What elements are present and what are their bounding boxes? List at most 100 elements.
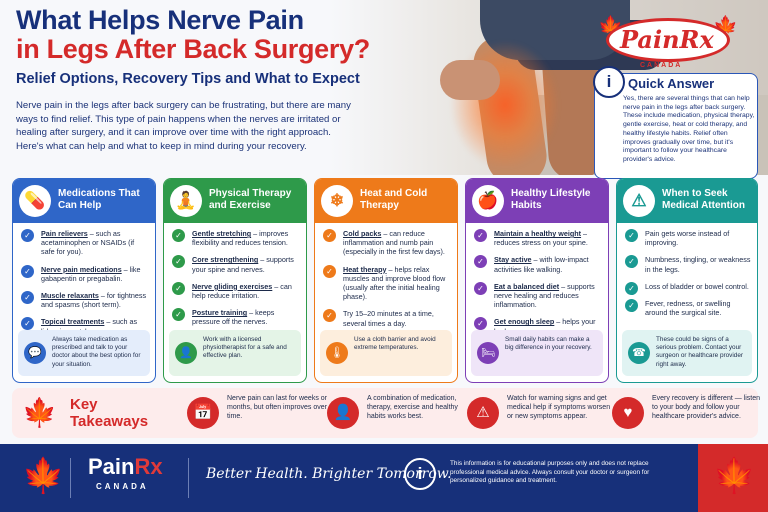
tip-text: Use a cloth barrier and avoid extreme te… xyxy=(354,336,436,352)
logo-country: CANADA xyxy=(640,62,683,69)
quick-answer-body: Yes, there are several things that can h… xyxy=(623,95,755,163)
tip-icon: 🌡 xyxy=(326,342,348,364)
person-icon: 👤 xyxy=(327,397,359,429)
list-item: ✓Cold packs – can reduce inflammation an… xyxy=(323,229,451,257)
check-icon: ✓ xyxy=(172,281,185,295)
item-text: – supports nerve healing and reduces inf… xyxy=(494,281,595,310)
tip-text: Work with a licensed physiotherapist for… xyxy=(203,336,287,360)
item-bold: Heat therapy xyxy=(343,264,387,274)
card-header: 💊 Medications That Can Help xyxy=(13,179,155,223)
maple-leaf-icon: 🍁 xyxy=(22,457,65,495)
warning-icon: ⚠ xyxy=(467,397,499,429)
check-icon: ✓ xyxy=(474,255,487,269)
card-header: ⚠When to Seek Medical Attention xyxy=(617,179,757,223)
card-title: Medications That Can Help xyxy=(58,188,140,211)
check-icon: ✓ xyxy=(172,229,185,242)
card-tip: 🌡 Use a cloth barrier and avoid extreme t… xyxy=(320,330,452,376)
tip-text: These could be signs of a serious proble… xyxy=(656,336,744,368)
check-icon: ✓ xyxy=(474,317,487,331)
list-item: ✓Eat a balanced diet – supports nerve he… xyxy=(474,281,602,310)
check-icon: ✓ xyxy=(21,291,34,305)
card-title: When to Seek Medical Attention xyxy=(662,188,745,211)
card-list: ✓Gentle stretching – improves flexibilit… xyxy=(164,223,306,327)
card-header: 🍎Healthy Lifestyle Habits xyxy=(466,179,608,223)
list-item: ✓Gentle stretching – improves flexibilit… xyxy=(172,229,300,247)
item-bold: Cold packs xyxy=(343,229,382,238)
list-item: ✓Nerve pain medications – like gabapenti… xyxy=(21,264,149,283)
info-icon: i xyxy=(404,458,436,490)
card-tip: 💬 Always take medication as prescribed an… xyxy=(18,330,150,376)
tip-icon: 💬 xyxy=(24,342,46,364)
check-icon: ✓ xyxy=(323,229,336,242)
card-header: ❄Heat and Cold Therapy xyxy=(315,179,457,223)
card-title: Physical Therapy and Exercise xyxy=(209,188,292,211)
item-text: – like gabapentin or pregabalin. xyxy=(41,264,141,283)
check-icon: ✓ xyxy=(323,309,336,323)
item-text: Loss of bladder or bowel control. xyxy=(645,281,749,291)
check-icon: ✓ xyxy=(323,264,336,278)
title-line-1: What Helps Nerve Pain xyxy=(16,5,304,35)
card-tip: 🛏 Small daily habits can make a big diffe… xyxy=(471,330,603,376)
card-tip: ☎These could be signs of a serious probl… xyxy=(622,330,752,376)
item-text: – such as acetaminophen or NSAIDs (if sa… xyxy=(41,229,135,257)
card-list: ✓Cold packs – can reduce inflammation an… xyxy=(315,223,457,328)
item-text: – keeps pressure off the nerves. xyxy=(192,308,275,327)
check-icon: ✓ xyxy=(625,299,638,313)
slogan: Better Health. Brighter Tomorrow. xyxy=(206,466,452,482)
takeaway-text: Every recovery is different — listen to … xyxy=(652,395,761,420)
item-text: Try 15–20 minutes at a time, several tim… xyxy=(343,309,434,328)
check-icon: ✓ xyxy=(625,229,638,242)
calendar-icon: 📅 xyxy=(187,397,219,429)
key-takeaways: 🍁 Key Takeaways 📅Nerve pain can last for… xyxy=(12,388,760,438)
pill-icon: 💊 xyxy=(19,185,51,217)
check-icon: ✓ xyxy=(21,317,34,331)
item-text: – supports your spine and nerves. xyxy=(192,255,294,274)
key-takeaways-heading-line: Takeaways xyxy=(70,413,149,430)
check-icon: ✓ xyxy=(474,229,487,242)
key-takeaways-heading-line: Key xyxy=(70,396,98,413)
painrx-logo: 🍁 🍁 PainRx CANADA xyxy=(598,14,738,74)
list-item: ✓Nerve gliding exercises – can help redu… xyxy=(172,281,300,300)
item-text: – helps relax muscles and improve blood … xyxy=(343,264,446,302)
list-item: ✓Fever, redness, or swelling around the … xyxy=(625,299,751,317)
check-icon: ✓ xyxy=(21,229,34,242)
card-3: ❄Heat and Cold Therapy✓Cold packs – can … xyxy=(314,178,458,383)
item-bold: Topical treatments xyxy=(41,317,105,327)
tip-icon: 👤 xyxy=(175,342,197,364)
item-bold: Pain relievers xyxy=(41,229,88,238)
item-text: Numbness, tingling, or weakness in the l… xyxy=(645,255,751,274)
intro-paragraph: Nerve pain in the legs after back surger… xyxy=(16,100,351,152)
tip-text: Small daily habits can make a big differ… xyxy=(505,336,592,352)
stretching-person-icon: 🧘 xyxy=(170,185,202,217)
tip-text: Always take medication as prescribed and… xyxy=(52,336,141,368)
item-bold: Nerve pain medications xyxy=(41,264,122,274)
logo-oval xyxy=(606,18,730,62)
card-title: Healthy Lifestyle Habits xyxy=(511,188,591,211)
disclaimer: This information is for educational purp… xyxy=(450,460,650,484)
tip-icon: 🛏 xyxy=(477,342,499,364)
maple-leaf-icon: 🍁 xyxy=(22,397,57,428)
item-text: – with low-impact activities like walkin… xyxy=(494,255,589,274)
card-list: ✓ Pain gets worse instead of improving. ✓ N… xyxy=(617,223,757,317)
card-5: ⚠When to Seek Medical Attention ✓ Pain get… xyxy=(616,178,758,383)
footer: 🍁 PainRx CANADA Better Health. Brighter … xyxy=(0,444,768,512)
item-bold: Gentle stretching xyxy=(192,229,252,238)
item-text: – for tightness and spasms (short term). xyxy=(41,291,147,310)
quick-answer-box: i Quick Answer Yes, there are several th… xyxy=(593,66,758,179)
title-line-2: in Legs After Back Surgery? xyxy=(16,34,371,64)
check-icon: ✓ xyxy=(474,281,487,295)
list-item: ✓ Pain relievers – such as acetaminophen … xyxy=(21,229,149,257)
heart-icon: ♥ xyxy=(612,397,644,429)
subtitle: Relief Options, Recovery Tips and What t… xyxy=(16,71,360,87)
list-item: ✓Core strengthening – supports your spin… xyxy=(172,255,300,274)
card-2: 🧘 Physical Therapy and Exercise ✓ Gentle st… xyxy=(163,178,307,383)
brand-pain: Pain xyxy=(88,454,135,479)
check-icon: ✓ xyxy=(625,255,638,269)
maple-leaf-icon: 🍁 xyxy=(713,457,756,495)
list-item: ✓Maintain a healthy weight – reduces str… xyxy=(474,229,602,247)
footer-brand: PainRx xyxy=(88,454,163,480)
item-bold: Posture training xyxy=(192,308,248,318)
check-icon: ✓ xyxy=(625,281,638,295)
takeaway-text: Watch for warning signs and get medical … xyxy=(507,395,611,420)
item-text: Pain gets worse instead of improving. xyxy=(645,229,730,248)
